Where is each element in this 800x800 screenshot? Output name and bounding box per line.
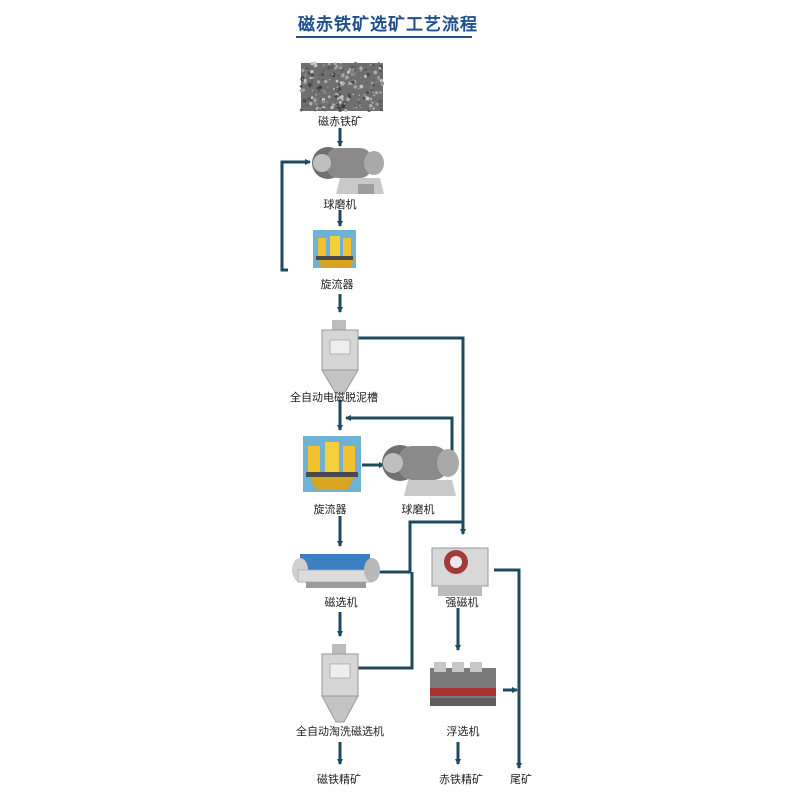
tailings-label: 尾矿	[510, 773, 532, 786]
flow-recycle-loop	[280, 159, 311, 272]
ball-mill-label: 球磨机	[323, 198, 357, 211]
ball-mill-icon	[382, 445, 459, 496]
ore-image	[299, 61, 385, 113]
cyclone-label: 旋流器	[313, 503, 347, 516]
ball-mill-icon	[312, 147, 384, 194]
page-title: 磁赤铁矿选矿工艺流程	[298, 15, 478, 35]
flotation-label: 浮选机	[446, 725, 480, 738]
desliming-tank-label: 全自动电磁脱泥槽	[290, 391, 378, 404]
flow-elutriation-tail	[358, 572, 414, 670]
strong-magnetic-label: 强磁机	[445, 596, 479, 609]
flow-desliming-to-strong	[358, 336, 466, 535]
hematite-concentrate-label: 赤铁精矿	[439, 773, 483, 786]
flow-strong-to-tailings	[494, 568, 522, 769]
magnetite-concentrate-label: 磁铁精矿	[317, 773, 361, 786]
desliming-tank-icon	[321, 320, 359, 395]
cyclone-label: 旋流器	[320, 278, 354, 291]
ore-label: 磁赤铁矿	[318, 115, 362, 128]
magnetic-separator-icon	[292, 554, 380, 588]
cyclone-icon	[303, 436, 361, 492]
flow-separator-to-strong	[374, 520, 464, 574]
strong-magnetic-icon	[431, 547, 489, 596]
cyclone-icon	[313, 230, 356, 268]
flotation-icon	[424, 654, 502, 716]
elutriation-separator-icon	[321, 644, 359, 723]
elutriation-separator-label: 全自动淘洗磁选机	[296, 725, 384, 738]
magnetic-separator-label: 磁选机	[324, 596, 358, 609]
title-underline	[296, 36, 472, 38]
ball-mill-label: 球磨机	[401, 503, 435, 516]
